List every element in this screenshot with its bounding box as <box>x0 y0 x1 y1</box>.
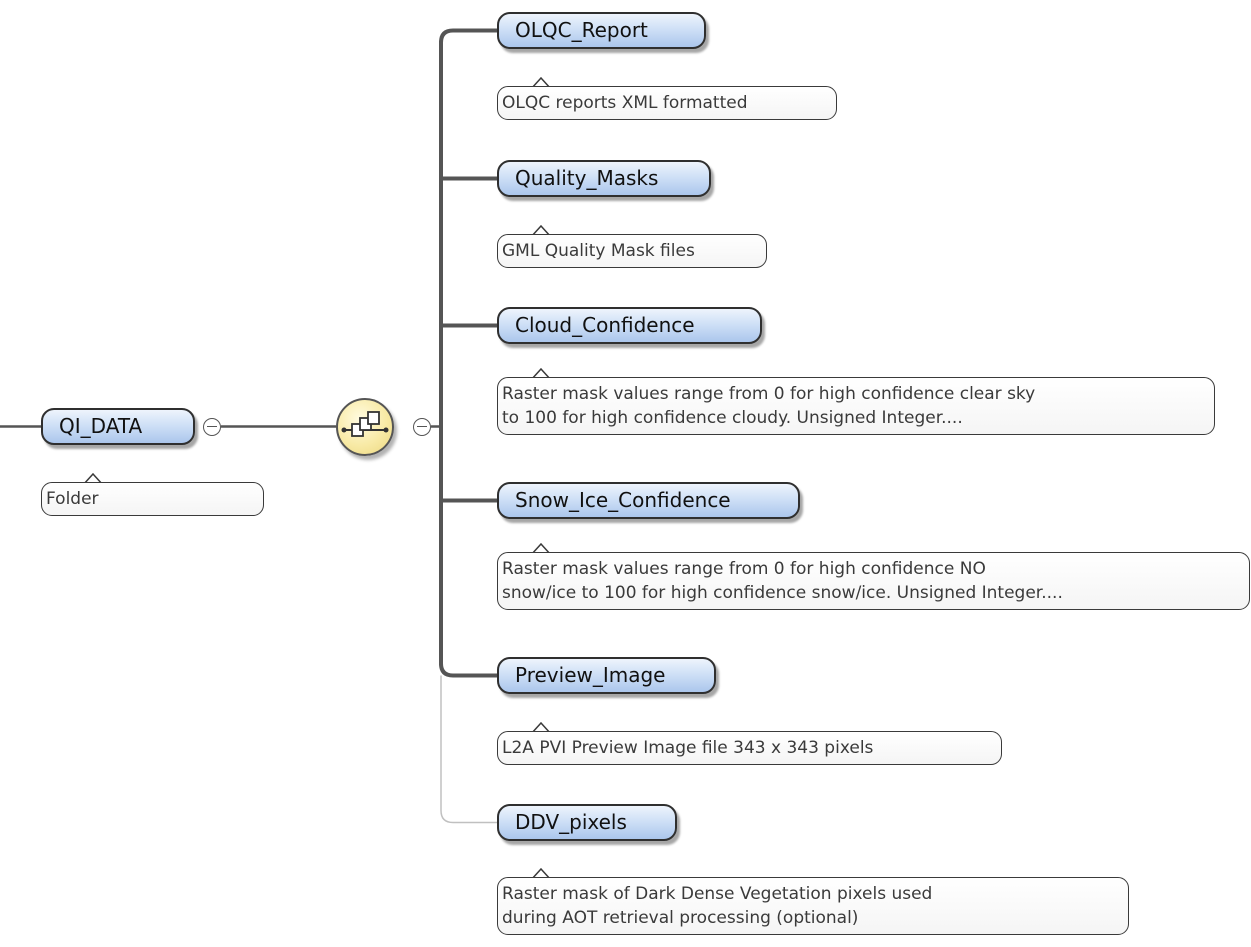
sequence-compositor-icon <box>341 411 389 437</box>
quality-masks-element[interactable]: Quality_Masks <box>497 160 711 197</box>
cloud-confidence-annotation-line-2: to 100 for high confidence cloudy. Unsig… <box>502 408 963 428</box>
branch-connector-5 <box>440 675 497 824</box>
qi-data-annotation: Folder <box>41 482 264 516</box>
snow-ice-confidence-annotation-line-2: snow/ice to 100 for high confidence snow… <box>502 583 1063 603</box>
ddv-pixels-annotation-line-1: Raster mask of Dark Dense Vegetation pix… <box>502 884 933 904</box>
compositor-collapse-toggle[interactable] <box>413 418 431 436</box>
branch-connector-4 <box>439 663 497 678</box>
branch-connector-0 <box>439 28 497 43</box>
ddv-pixels-element[interactable]: DDV_pixels <box>497 804 677 841</box>
quality-masks-annotation-text: GML Quality Mask files <box>502 241 695 261</box>
snow-ice-confidence-element[interactable]: Snow_Ice_Confidence <box>497 482 800 519</box>
preview-image-annotation: L2A PVI Preview Image file 343 x 343 pix… <box>497 731 1002 765</box>
qi-data-element[interactable]: QI_DATA <box>41 408 195 445</box>
olqc-report-element[interactable]: OLQC_Report <box>497 12 706 49</box>
snow-ice-confidence-annotation-line-1: Raster mask values range from 0 for high… <box>502 559 986 579</box>
cloud-confidence-element[interactable]: Cloud_Confidence <box>497 307 762 344</box>
ddv-pixels-annotation-line-2: during AOT retrieval processing (optiona… <box>502 908 859 928</box>
sequence-compositor[interactable] <box>336 398 394 456</box>
ddv-pixels-annotation: Raster mask of Dark Dense Vegetation pix… <box>497 877 1129 935</box>
qi-data-collapse-toggle[interactable] <box>203 418 221 436</box>
quality-masks-annotation: GML Quality Mask files <box>497 234 767 268</box>
snow-ice-confidence-annotation: Raster mask values range from 0 for high… <box>497 552 1250 610</box>
olqc-report-annotation: OLQC reports XML formatted <box>497 86 837 120</box>
cloud-confidence-annotation-line-1: Raster mask values range from 0 for high… <box>502 384 1036 404</box>
olqc-report-annotation-text: OLQC reports XML formatted <box>502 93 748 113</box>
preview-image-annotation-text: L2A PVI Preview Image file 343 x 343 pix… <box>502 738 874 758</box>
preview-image-element[interactable]: Preview_Image <box>497 657 716 694</box>
cloud-confidence-annotation: Raster mask values range from 0 for high… <box>497 377 1215 435</box>
qi-data-annotation-text: Folder <box>46 489 99 509</box>
